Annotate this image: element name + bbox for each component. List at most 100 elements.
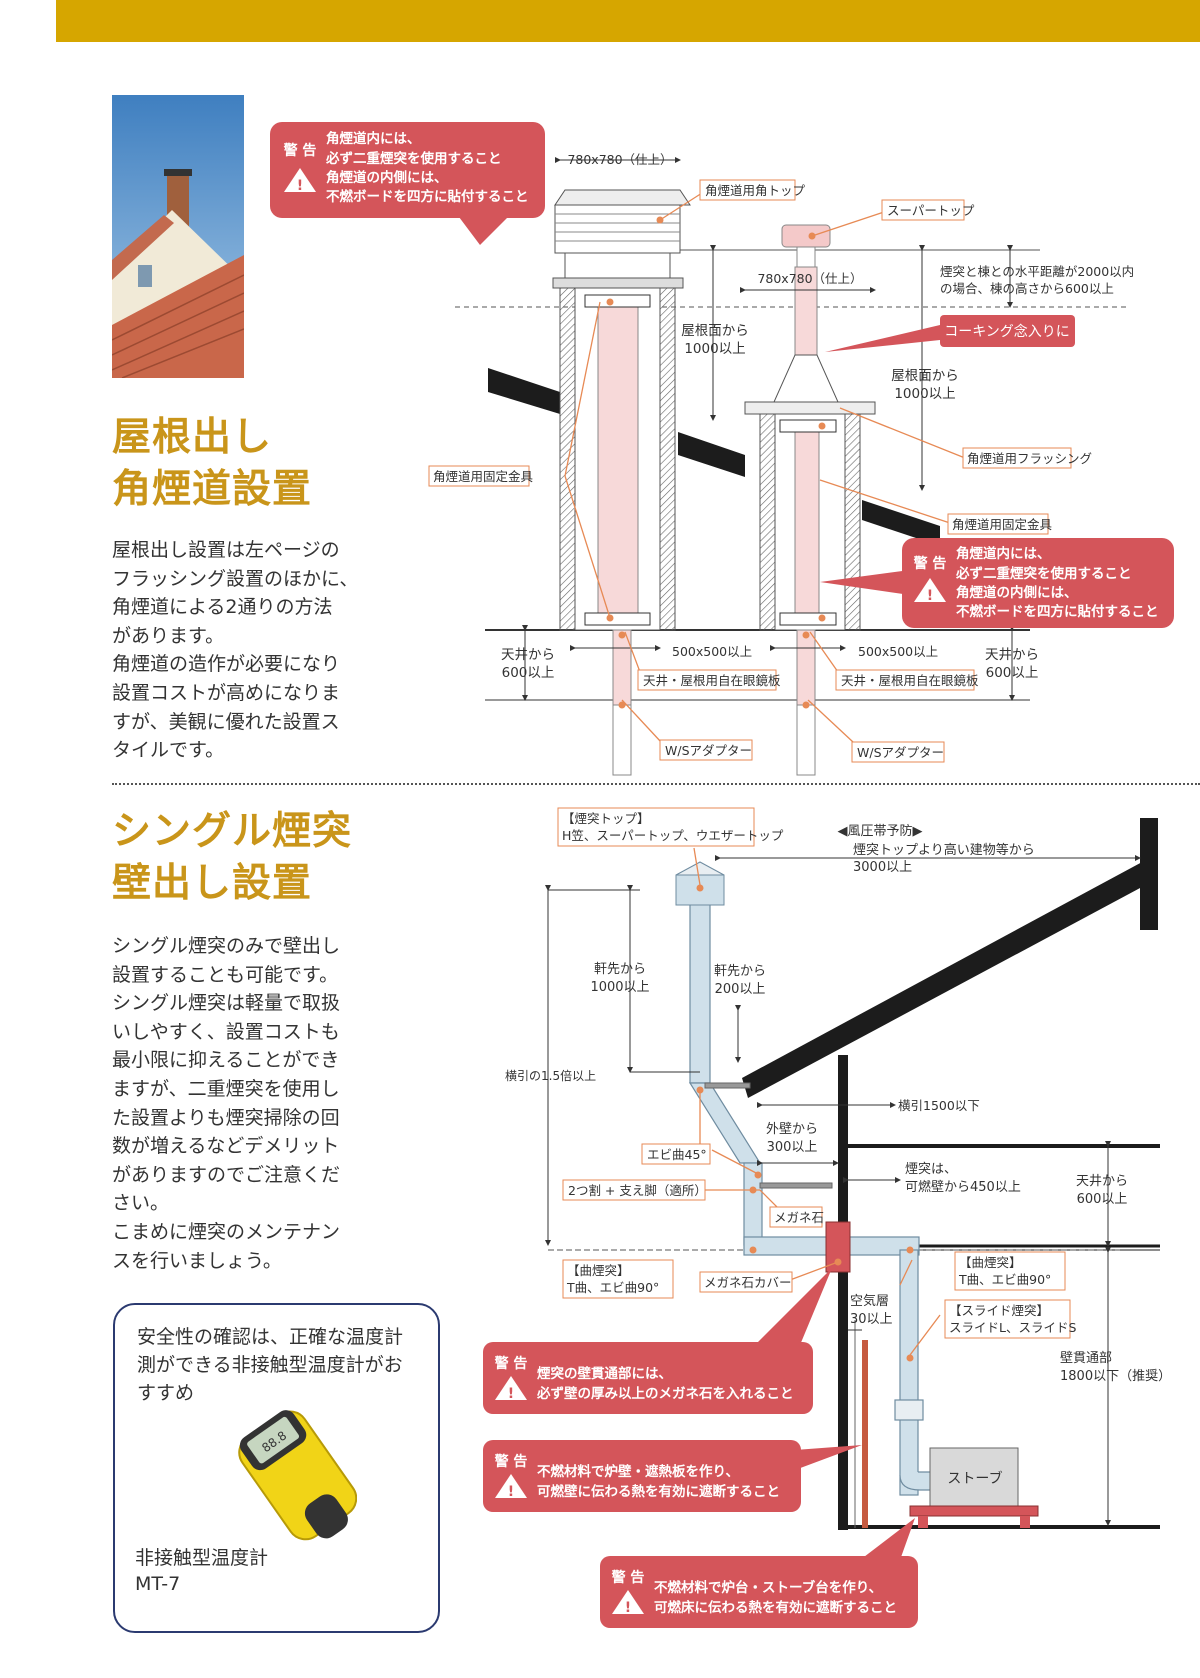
bend-left-line: 【曲煙突】 xyxy=(567,1263,630,1278)
label-plate-left: 天井・屋根用自在眼鏡板 xyxy=(643,673,781,688)
warning1-line: 必ず二重煙突を使用すること xyxy=(325,150,502,167)
label-ebi45: エビ曲45° xyxy=(647,1147,707,1162)
info-text-line: 安全性の確認は、正確な温度計 xyxy=(137,1326,404,1348)
horizontal-max: 横引1500以下 xyxy=(898,1098,980,1113)
section2-title-line1: シングル煙突 xyxy=(112,809,353,854)
section1-body-line: すが、美観に優れた設置ス xyxy=(112,710,340,733)
roof-slope xyxy=(678,432,745,477)
section1-body-line: 角煙道による2通りの方法 xyxy=(112,596,333,619)
label-super-top: スーパートップ xyxy=(887,203,975,218)
air-layer-line: 30以上 xyxy=(850,1312,893,1327)
warning2-line: 角煙道の内側には、 xyxy=(956,584,1078,601)
warning1-line: 角煙道内には、 xyxy=(326,130,421,147)
thermometer-image: 88.8 xyxy=(238,1410,357,1541)
double-chimney xyxy=(597,294,639,616)
roof2-line: 屋根面から xyxy=(891,368,959,384)
info-box: 安全性の確認は、正確な温度計 測ができる非接触型温度計がお すすめ 88.8 非… xyxy=(113,1303,440,1633)
section1-body-line: 設置コストが高めになりま xyxy=(112,681,341,704)
label-fixing-right: 角煙道用固定金具 xyxy=(952,517,1053,532)
section1-heading: 屋根出し 角煙道設置 xyxy=(112,412,312,516)
ceiling-right-line: 600以上 xyxy=(986,665,1039,681)
caulking-label: コーキング念入りに xyxy=(944,323,1070,340)
flue-wall xyxy=(559,287,576,631)
house-roof xyxy=(742,855,1155,1098)
warning-callout: 警 告 ! 不燃材料で炉壁・遮熱板を作り、 可燃壁に伝わる熱を有効に遮断すること xyxy=(483,1440,862,1512)
stove-base xyxy=(909,1505,1039,1517)
warning-wall-line: 煙突の壁貫通部には、 xyxy=(537,1365,672,1382)
info-text-line: すすめ xyxy=(137,1382,195,1404)
top-color-bar xyxy=(56,0,1200,42)
slide-line: スライドL、スライドS xyxy=(949,1320,1076,1335)
section1-body-line: 角煙道の造作が必要になり xyxy=(112,653,341,676)
outer-wall-line: 外壁から xyxy=(766,1122,818,1137)
warning-label: 警 告 xyxy=(495,1355,528,1372)
label-split: 2つ割 + 支え脚（適所） xyxy=(568,1183,707,1198)
device-model: MT-7 xyxy=(135,1573,181,1595)
super-top xyxy=(781,224,831,268)
label-meganeishi: メガネ石 xyxy=(774,1210,824,1225)
warning-wall-line: 必ず壁の厚み以上のメガネ石を入れること xyxy=(536,1385,794,1402)
flashing xyxy=(773,354,839,403)
info-text-line: 測ができる非接触型温度計がお xyxy=(137,1354,403,1376)
svg-text:!: ! xyxy=(625,1600,631,1616)
svg-text:!: ! xyxy=(297,178,303,194)
wall-through-line: 壁貫通部 xyxy=(1060,1351,1112,1366)
warning2-line: 必ず二重煙突を使用すること xyxy=(955,565,1132,582)
wind-line: 3000以上 xyxy=(853,860,912,875)
warning-floor-line: 不燃材料で炉台・ストーブ台を作り、 xyxy=(654,1579,882,1596)
section1-title-line1: 屋根出し xyxy=(112,415,273,460)
ceiling-left-line: 600以上 xyxy=(502,665,555,681)
eave1-line: 軒先から xyxy=(594,962,646,977)
bend-right-line: T曲、エビ曲90° xyxy=(958,1272,1051,1287)
house-wall xyxy=(838,1055,848,1530)
section2-body-line: 設置することも可能です。 xyxy=(112,963,339,986)
info-box-text: 安全性の確認は、正確な温度計 測ができる非接触型温度計がお すすめ xyxy=(137,1323,427,1407)
section1-body-line: フラッシング設置のほかに、 xyxy=(112,567,359,590)
diagram2: ストーブ xyxy=(483,807,1171,1628)
square-flue-top xyxy=(552,189,691,289)
wall-through-line: 1800以下（推奨） xyxy=(1060,1369,1171,1384)
dim-top: 780x780（仕上） xyxy=(567,152,672,167)
warning-callout: 警 告 ! 角煙道内には、 必ず二重煙突を使用すること 角煙道の内側には、 不燃… xyxy=(270,122,545,245)
label-adapter-left: W/Sアダプター xyxy=(665,743,752,758)
section2-body-line: 数が増えるなどデメリット xyxy=(112,1135,340,1158)
warning-floor-line: 可燃床に伝わる熱を有効に遮断すること xyxy=(654,1599,897,1616)
warning1-line: 不燃ボードを四方に貼付すること xyxy=(326,188,529,205)
svg-text:!: ! xyxy=(508,1386,514,1402)
chimney-distance-line: 可燃壁から450以上 xyxy=(905,1179,1021,1195)
wind-line: 煙突トップより高い建物等から xyxy=(853,842,1035,858)
warning-label: 警 告 xyxy=(612,1569,645,1586)
warning-callout: 警 告 ! 煙突の壁貫通部には、 必ず壁の厚み以上のメガネ石を入れること xyxy=(483,1268,832,1414)
device-name: 非接触型温度計 xyxy=(135,1547,269,1569)
bend-right-line: 【曲煙突】 xyxy=(959,1255,1022,1270)
horizontal-ratio: 横引の1.5倍以上 xyxy=(505,1068,596,1083)
section2-body-line: た設置よりも煙突掃除の回 xyxy=(112,1106,340,1129)
section2-body-line: シングル煙突は軽量で取扱 xyxy=(112,992,341,1015)
label-square-top: 角煙道用角トップ xyxy=(705,183,806,198)
wind-line: ◀風圧帯予防▶ xyxy=(838,823,923,839)
roof1-line: 1000以上 xyxy=(684,341,745,357)
section2-body-line: こまめに煙突のメンテナン xyxy=(112,1220,341,1243)
svg-text:!: ! xyxy=(927,588,933,604)
bend-left-line: T曲、エビ曲90° xyxy=(566,1280,659,1295)
warning1-line: 角煙道の内側には、 xyxy=(326,169,448,186)
roof-slope xyxy=(862,500,940,546)
roof1-line: 屋根面から xyxy=(681,323,749,339)
ceiling-right-line: 天井から xyxy=(985,647,1039,663)
section2-body-line: シングル煙突のみで壁出し xyxy=(112,935,341,957)
section2-body-line: スを行いましょう。 xyxy=(112,1249,282,1272)
stove-label: ストーブ xyxy=(947,1470,1002,1487)
warning-label: 警 告 xyxy=(495,1453,528,1470)
section2-body: シングル煙突のみで壁出し 設置することも可能です。 シングル煙突は軽量で取扱 い… xyxy=(112,932,364,1275)
roof-slope xyxy=(488,368,560,414)
section1-body: 屋根出し設置は左ページの フラッシング設置のほかに、 角煙道による2通りの方法 … xyxy=(112,536,364,765)
section2-body-line: いしやすく、設置コストも xyxy=(112,1020,340,1043)
eave2-line: 軒先から xyxy=(714,964,766,979)
warning2-line: 不燃ボードを四方に貼付すること xyxy=(956,603,1159,620)
warning-label: 警 告 xyxy=(284,142,317,159)
size-right: 500x500以上 xyxy=(858,644,938,659)
eave1-line: 1000以上 xyxy=(590,980,649,995)
dim-mid: 780x780（仕上） xyxy=(757,271,862,286)
ceiling-line: 600以上 xyxy=(1077,1192,1128,1207)
